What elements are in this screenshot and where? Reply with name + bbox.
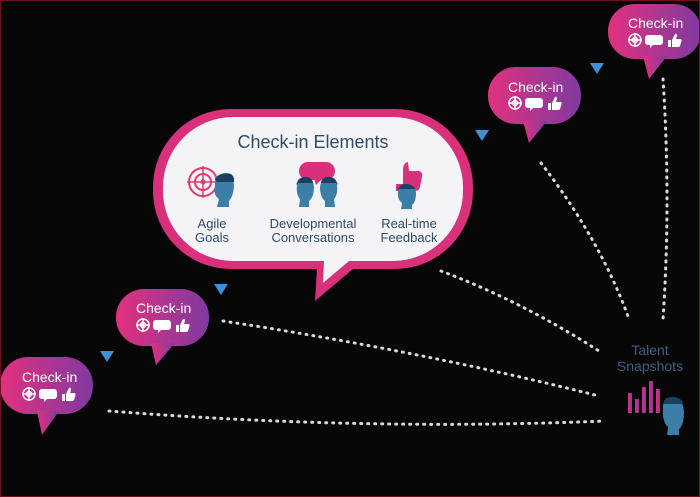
target-head-icon bbox=[187, 166, 235, 207]
speech-bubble-icon bbox=[525, 98, 543, 111]
checkin-label-1: Check-in bbox=[22, 369, 78, 385]
talent-snapshots-label: Talent Snapshots bbox=[607, 342, 693, 374]
element-label-line2: Goals bbox=[195, 230, 229, 245]
checkin-icon-shapes bbox=[22, 33, 682, 402]
talent-label-line1: Talent bbox=[631, 342, 669, 358]
two-heads-speech-icon bbox=[296, 162, 338, 207]
element-label-line1: Agile bbox=[197, 216, 227, 231]
element-label-line2: Conversations bbox=[271, 230, 355, 245]
crosshair-icon-cross bbox=[22, 387, 36, 401]
crosshair-icon-cross bbox=[508, 96, 522, 110]
checkin-label-2: Check-in bbox=[136, 300, 192, 316]
main-bubble-title: Check-in Elements bbox=[237, 132, 389, 152]
bar-chart-head-icon bbox=[628, 381, 684, 435]
connector-checkin-3 bbox=[539, 161, 631, 321]
checkin-label-4: Check-in bbox=[628, 15, 684, 31]
element-label-line1: Real-time bbox=[381, 216, 437, 231]
arrow-down-3 bbox=[475, 130, 489, 141]
connector-lines bbox=[107, 77, 669, 426]
thumbs-up-icon bbox=[668, 33, 682, 47]
element-label-agile-goals: Agile Goals bbox=[173, 217, 251, 245]
thumbs-up-head-icon bbox=[396, 162, 423, 209]
speech-bubble-icon bbox=[645, 35, 663, 48]
thumbs-up-icon bbox=[176, 318, 190, 332]
element-label-developmental-conversations: Developmental Conversations bbox=[263, 217, 363, 245]
speech-bubble-icon bbox=[39, 389, 57, 402]
talent-label-line2: Snapshots bbox=[616, 358, 684, 374]
element-label-line1: Developmental bbox=[269, 216, 357, 231]
progress-arrows bbox=[100, 63, 604, 362]
main-bubble-shape bbox=[153, 109, 473, 301]
speech-bubble-icon bbox=[153, 320, 171, 333]
arrow-down-2 bbox=[214, 284, 228, 295]
connector-checkin-2 bbox=[221, 319, 601, 398]
connector-checkin-1 bbox=[107, 409, 607, 426]
element-label-real-time-feedback: Real-time Feedback bbox=[371, 217, 447, 245]
thumbs-up-icon bbox=[62, 387, 76, 401]
connector-checkin-4 bbox=[661, 77, 669, 321]
arrow-down-4 bbox=[590, 63, 604, 74]
checkin-label-3: Check-in bbox=[508, 79, 564, 95]
thumbs-up-icon bbox=[548, 96, 562, 110]
arrow-down-1 bbox=[100, 351, 114, 362]
element-label-line2: Feedback bbox=[380, 230, 438, 245]
crosshair-icon-cross bbox=[136, 318, 150, 332]
crosshair-icon-cross bbox=[628, 33, 642, 47]
connector-main-bubble bbox=[439, 269, 601, 353]
